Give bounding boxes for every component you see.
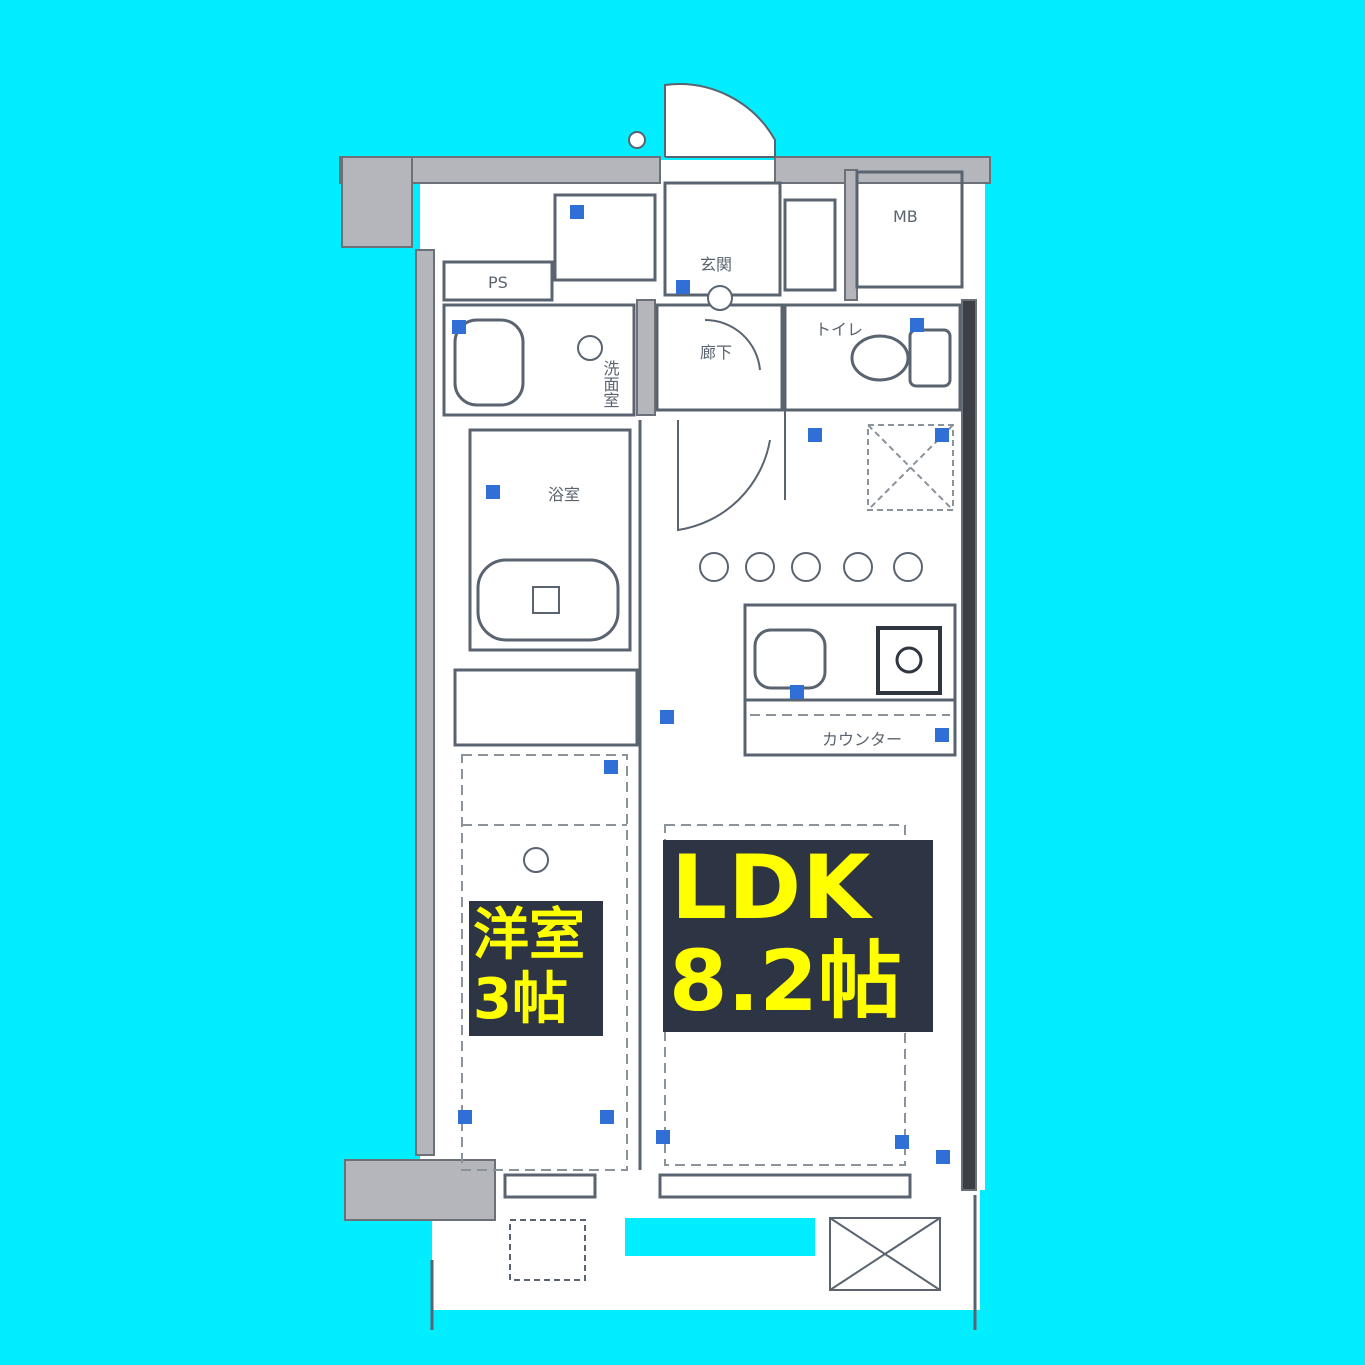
ldk-name: LDK (671, 836, 872, 939)
outlet-icon (570, 205, 584, 219)
room-ps (442, 260, 554, 302)
bathtub-drain-icon (532, 586, 560, 614)
outlet-icon (676, 280, 690, 294)
wall-left (415, 249, 435, 1156)
outlet-icon (895, 1135, 909, 1149)
western-room-name: 洋室 (473, 903, 585, 968)
stove-burner-icon (895, 646, 923, 674)
kitchen-sink-icon (753, 628, 827, 690)
room-mb (855, 170, 964, 289)
light-icon (699, 552, 729, 582)
stove-icon (876, 626, 942, 695)
label-bathroom: 浴室 (548, 485, 580, 504)
balcony-unit-cross-b (829, 1217, 941, 1291)
bathtub-icon (476, 558, 620, 642)
label-mb: MB (893, 207, 918, 226)
front-door-swing (664, 83, 776, 157)
outlet-icon (790, 685, 804, 699)
wall-block-top-left (341, 156, 413, 248)
outlet-icon (600, 1110, 614, 1124)
sink-icon (453, 318, 525, 407)
label-counter: カウンター (822, 730, 902, 749)
toilet-tank-icon (908, 328, 952, 388)
ceiling-lights (523, 285, 923, 873)
label-entrance: 玄関 (700, 255, 732, 274)
closet (453, 668, 639, 747)
outlet-icon (935, 428, 949, 442)
interior-doors (677, 318, 786, 532)
light-icon (791, 552, 821, 582)
walls (339, 156, 991, 1221)
electrical-markers (452, 205, 950, 1164)
balcony-unit (829, 1217, 941, 1291)
window-bottom-left (503, 1173, 597, 1199)
toilet-icon (850, 334, 910, 382)
wall-divider-upper (636, 299, 656, 416)
outlet-icon (808, 428, 822, 442)
light-icon (745, 552, 775, 582)
light-icon (893, 552, 923, 582)
partitions (442, 170, 964, 1199)
wall-right (961, 299, 977, 1191)
outlet-icon (656, 1130, 670, 1144)
balcony-unit-left (509, 1219, 586, 1281)
western-room-label: 洋室 3帖 (469, 901, 603, 1036)
light-icon (577, 335, 603, 361)
light-icon (707, 285, 733, 311)
outlet-icon (458, 1110, 472, 1124)
wall-mb-left (844, 169, 858, 301)
outlet-icon (935, 728, 949, 742)
light-icon (523, 847, 549, 873)
wall-block-bottom-left (344, 1159, 496, 1221)
outlet-icon (486, 485, 500, 499)
outlet-icon (604, 760, 618, 774)
western-room-size: 3帖 (473, 967, 568, 1032)
light-icon (843, 552, 873, 582)
label-ps: PS (488, 273, 508, 292)
outlet-icon (910, 318, 924, 332)
label-corridor: 廊下 (700, 343, 732, 362)
room-bathroom (468, 428, 632, 652)
outlet-icon (936, 1150, 950, 1164)
fridge-space (867, 424, 954, 511)
window-bottom (658, 1173, 912, 1199)
ldk-size: 8.2帖 (669, 932, 902, 1030)
western-room-outline (461, 754, 628, 1171)
outlet-icon (452, 320, 466, 334)
door-washroom-swing (704, 318, 761, 371)
kitchen-counter (743, 603, 957, 757)
room-storage (553, 193, 657, 282)
door-marker-icon (628, 131, 646, 149)
balcony-gap (625, 1218, 815, 1256)
outlet-icon (660, 710, 674, 724)
ldk-label: LDK 8.2帖 (663, 840, 933, 1032)
label-washroom: 洗面室 (601, 360, 620, 408)
room-text: MB PS 玄関 廊下 洗面室 トイレ 浴室 カウンター (488, 207, 918, 749)
door-corridor-swing (677, 420, 771, 532)
wall-top-right (774, 156, 991, 184)
label-toilet: トイレ (815, 320, 863, 339)
room-shoe-closet (783, 198, 837, 292)
room-washroom (442, 303, 636, 417)
room-toilet (783, 303, 962, 412)
